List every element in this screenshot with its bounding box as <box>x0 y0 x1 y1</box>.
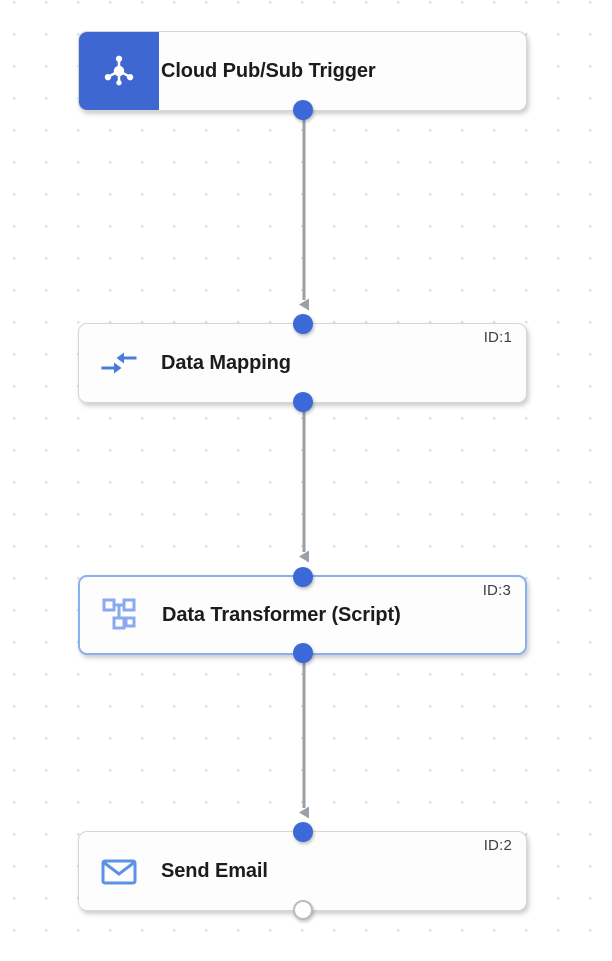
port-output-unconnected[interactable] <box>292 900 313 920</box>
port-input[interactable] <box>292 567 313 587</box>
envelope-icon <box>101 859 137 885</box>
node-id-badge: ID:2 <box>483 837 512 854</box>
node-icon-panel <box>80 577 160 653</box>
node-body: Data Mapping ID:1 <box>159 324 526 402</box>
node-label: Cloud Pub/Sub Trigger <box>161 59 376 82</box>
node-label: Send Email <box>161 859 268 882</box>
cloud-pubsub-icon <box>104 55 134 86</box>
node-label: Data Mapping <box>161 351 291 374</box>
node-icon-panel <box>79 832 159 910</box>
port-input[interactable] <box>292 822 313 842</box>
node-id-badge: ID:3 <box>482 582 511 599</box>
node-data-transformer-script[interactable]: Data Transformer (Script) ID:3 <box>78 567 527 663</box>
node-label: Data Transformer (Script) <box>162 603 401 626</box>
node-icon-panel <box>79 32 159 110</box>
port-output[interactable] <box>292 643 313 663</box>
node-body: Cloud Pub/Sub Trigger <box>159 32 526 110</box>
node-cloud-pubsub-trigger[interactable]: Cloud Pub/Sub Trigger <box>78 31 527 120</box>
node-send-email[interactable]: Send Email ID:2 <box>78 822 527 920</box>
data-mapping-arrows-icon <box>101 352 137 374</box>
node-data-mapping[interactable]: Data Mapping ID:1 <box>78 314 527 412</box>
port-input[interactable] <box>292 314 313 334</box>
port-output[interactable] <box>292 392 313 412</box>
port-output[interactable] <box>292 100 313 120</box>
node-body: Data Transformer (Script) ID:3 <box>160 577 525 653</box>
schema-tree-icon <box>102 598 136 630</box>
node-body: Send Email ID:2 <box>159 832 526 910</box>
node-id-badge: ID:1 <box>483 329 512 346</box>
node-icon-panel <box>79 324 159 402</box>
